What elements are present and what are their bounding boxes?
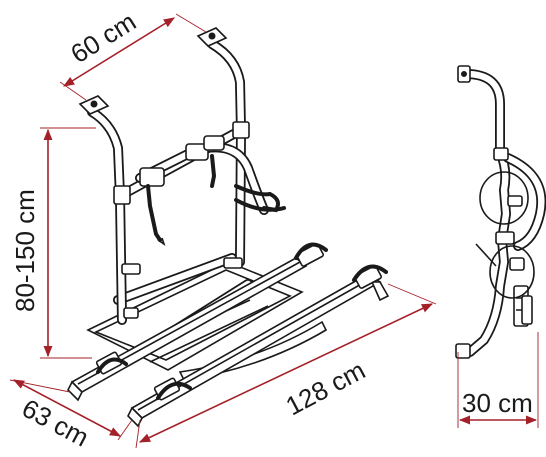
dimension-depth: 30 cm xyxy=(457,332,539,428)
top-left-bracket xyxy=(78,95,110,115)
lower-brackets xyxy=(121,257,243,319)
side-brackets xyxy=(455,65,533,359)
upper-crossbar xyxy=(113,121,250,205)
dimension-label-width-top: 60 cm xyxy=(65,6,141,69)
side-wheel-straps xyxy=(475,171,535,299)
bike-holder-arm xyxy=(135,135,269,215)
frame-left-upright xyxy=(87,107,127,325)
dimension-label-length: 128 cm xyxy=(281,355,370,422)
top-right-bracket xyxy=(196,27,228,47)
dimension-height: 80-150 cm xyxy=(10,127,96,359)
dimension-label-depth: 30 cm xyxy=(462,388,533,418)
frame-straps xyxy=(146,154,286,246)
dimension-width-top: 60 cm xyxy=(59,6,207,101)
frame-right-upright xyxy=(207,39,246,267)
side-frame-tube xyxy=(461,69,511,357)
rack-side-view xyxy=(455,65,546,359)
side-curved-arm xyxy=(503,153,546,251)
dimension-label-height: 80-150 cm xyxy=(10,189,40,312)
